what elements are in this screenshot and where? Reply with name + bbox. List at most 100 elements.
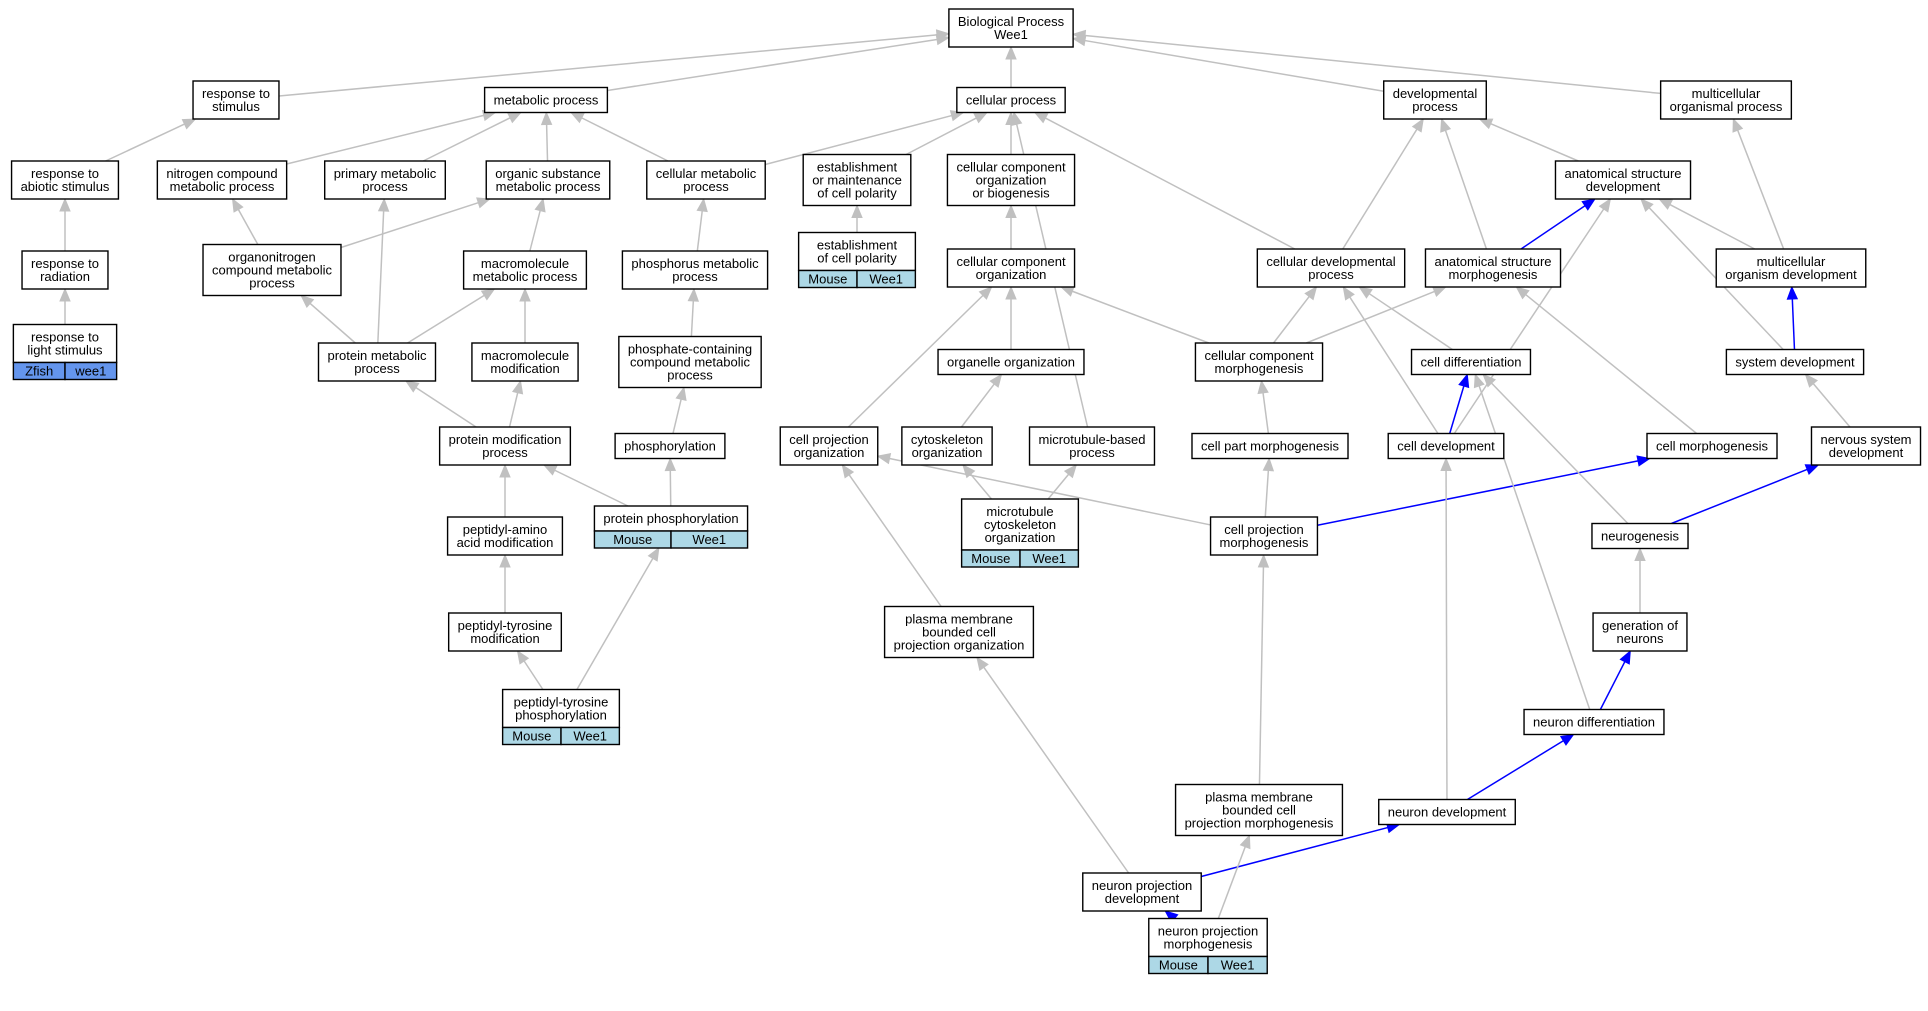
node-label: protein phosphorylation — [603, 511, 738, 526]
node-box — [446, 516, 564, 556]
node-label: peptidyl-tyrosine — [514, 695, 609, 710]
edge-mop-to-bp — [1084, 34, 1661, 95]
edge-cdev-to-asd — [1453, 208, 1605, 434]
edge-pp-to-pmod — [554, 469, 629, 507]
node-box — [1174, 783, 1344, 837]
edge-pmod-to-mm — [508, 392, 519, 428]
node-box — [156, 160, 288, 200]
node-label: compound metabolic — [212, 263, 332, 278]
node-label: anatomical structure — [1434, 254, 1551, 269]
node-label: anatomical structure — [1564, 166, 1681, 181]
edge-arrowhead — [687, 287, 700, 302]
edge-arrowhead — [1658, 198, 1674, 210]
node-label: cytoskeleton — [911, 432, 983, 447]
node-label: process — [1308, 267, 1354, 282]
edge-asm-to-dp — [1444, 130, 1488, 250]
edge-ncmp-to-mp — [286, 114, 484, 165]
edge-arrowhead — [59, 287, 71, 302]
edge-arrowhead — [499, 463, 511, 478]
node-label: response to — [31, 330, 99, 345]
node-box — [1810, 426, 1922, 466]
edge-arrowhead — [978, 286, 993, 300]
node-label: neuron projection — [1092, 878, 1192, 893]
node-ndev: neuron development — [1378, 798, 1516, 826]
edge-arrowhead — [1257, 379, 1269, 395]
node-label: plasma membrane — [1205, 790, 1313, 805]
node-label: nervous system — [1820, 432, 1911, 447]
node-label: morphogenesis — [1220, 535, 1309, 550]
node-label: macromolecule — [481, 348, 569, 363]
node-box — [1082, 872, 1202, 912]
node-box — [1591, 522, 1689, 550]
edge-pmod-to-prmp — [415, 386, 477, 428]
tag-label: Mouse — [613, 532, 652, 547]
node-label: multicellular — [1757, 254, 1826, 269]
edge-rts-to-bp — [278, 34, 938, 97]
node-label: cellular process — [966, 93, 1057, 108]
node-phos: phosphorylation — [614, 432, 726, 460]
node-label: peptidyl-amino — [463, 522, 548, 537]
node-label: bounded cell — [1222, 803, 1296, 818]
edge-arrowhead — [1071, 29, 1087, 42]
node-label: organonitrogen — [228, 250, 315, 265]
edge-cdp-to-cp — [1045, 117, 1296, 250]
node-label: cellular component — [956, 254, 1066, 269]
edge-arrowhead — [1634, 547, 1646, 561]
edge-pmbcpo-to-cpo — [848, 474, 942, 607]
edge-ndev-to-ndiff — [1467, 740, 1564, 801]
node-label: projection organization — [894, 638, 1025, 653]
node-label: response to — [31, 256, 99, 271]
node-label: development — [1586, 179, 1661, 194]
edge-pmp-to-mp — [422, 117, 511, 162]
edge-mco-to-mbp — [1047, 473, 1070, 500]
node-label: cell differentiation — [1421, 355, 1522, 370]
node-box — [1715, 248, 1867, 288]
edge-arrowhead — [1732, 117, 1744, 133]
node-label: cell projection — [789, 432, 869, 447]
node-label: microtubule-based — [1039, 432, 1146, 447]
node-label: peptidyl-tyrosine — [458, 618, 553, 633]
edge-arrowhead — [1033, 111, 1049, 124]
edge-cyto-to-oo — [960, 383, 995, 428]
node-label: protein modification — [449, 432, 562, 447]
tag-cell — [1019, 549, 1080, 568]
edge-arrowhead — [1804, 464, 1820, 475]
node-label: of cell polarity — [817, 251, 897, 266]
node-box — [960, 498, 1080, 551]
edge-cdiff-to-cdp — [1368, 293, 1453, 351]
node-box — [1194, 342, 1324, 382]
node-label: process — [1412, 99, 1458, 114]
edge-ndev-to-cdev — [1445, 470, 1448, 800]
edge-arrowhead — [935, 33, 951, 46]
node-label: bounded cell — [922, 625, 996, 640]
tag-cell — [1207, 955, 1268, 975]
node-label: modification — [470, 631, 539, 646]
node-box — [471, 342, 579, 382]
node-box — [779, 426, 879, 466]
edge-mod-to-asd — [1669, 203, 1756, 250]
edge-arrowhead — [300, 294, 315, 309]
edge-arrowhead — [1011, 111, 1023, 126]
node-box — [1256, 248, 1406, 288]
tag-label: Mouse — [971, 551, 1010, 566]
edge-arrowhead — [1478, 118, 1494, 130]
node-label: neuron differentiation — [1533, 715, 1655, 730]
node-oo: organelle organization — [937, 348, 1085, 376]
node-label: phosphorylation — [515, 708, 607, 723]
tag-label: Zfish — [25, 364, 53, 379]
node-box — [438, 426, 572, 466]
node-label: metabolic process — [496, 179, 601, 194]
edge-mp-to-bp — [607, 38, 938, 92]
node-label: process — [667, 368, 713, 383]
